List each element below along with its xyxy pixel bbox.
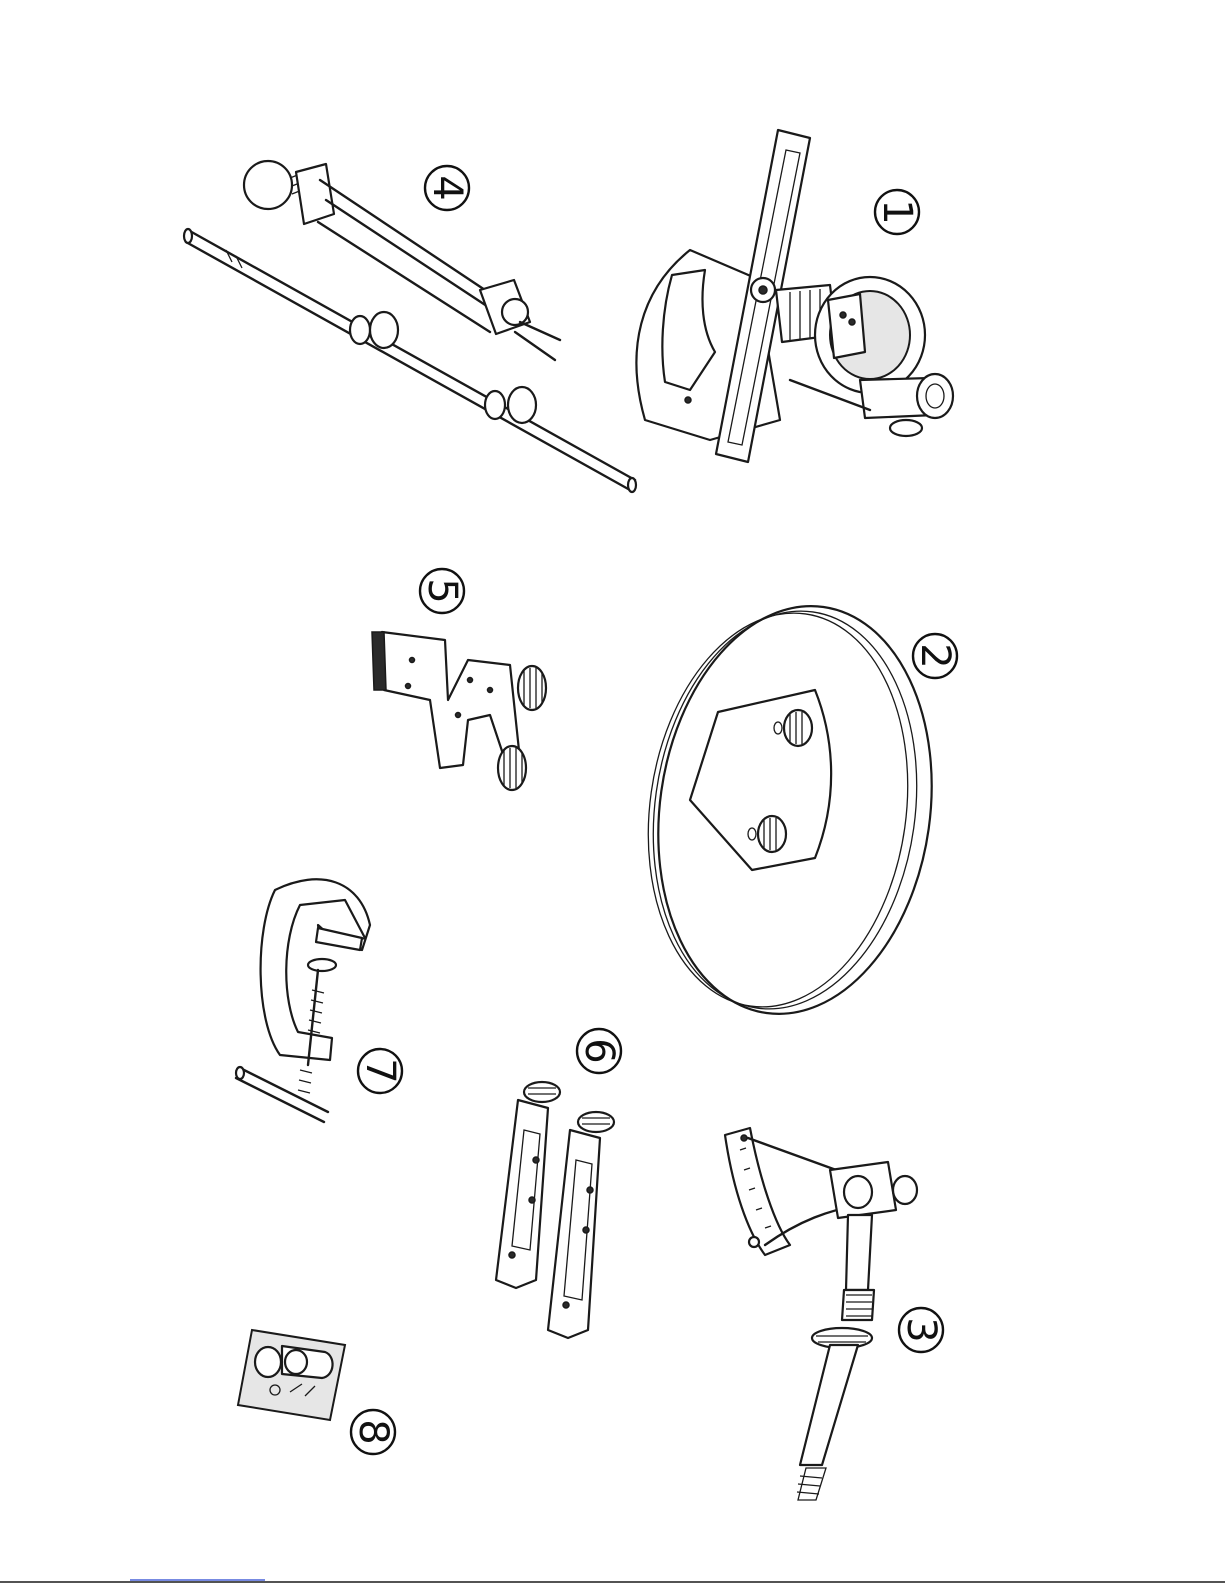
callout-4: 4 bbox=[424, 166, 470, 210]
callout-2: 2 bbox=[912, 634, 958, 678]
callout-label-1: 1 bbox=[874, 199, 920, 224]
callout-6: 6 bbox=[576, 1029, 622, 1073]
callout-label-3: 3 bbox=[898, 1317, 944, 1342]
part-6-twin-jaws bbox=[496, 1082, 614, 1338]
part-5-fork-bracket bbox=[372, 632, 546, 790]
callout-label-6: 6 bbox=[576, 1038, 622, 1063]
callout-label-2: 2 bbox=[912, 643, 958, 668]
callout-7: 7 bbox=[357, 1049, 403, 1093]
part-2-disc-plate bbox=[624, 588, 958, 1032]
callout-label-4: 4 bbox=[424, 175, 470, 200]
part-8-small-parts-tag bbox=[238, 1330, 345, 1420]
callout-label-5: 5 bbox=[419, 578, 465, 603]
callout-3: 3 bbox=[898, 1308, 944, 1352]
part-4-rod-assembly bbox=[184, 161, 636, 492]
part-3-angle-gauge-shaft bbox=[725, 1128, 917, 1500]
callout-label-7: 7 bbox=[357, 1058, 403, 1083]
callout-5: 5 bbox=[419, 569, 465, 613]
callout-8: 8 bbox=[350, 1410, 396, 1454]
callout-1: 1 bbox=[874, 190, 920, 234]
callout-label-8: 8 bbox=[350, 1419, 396, 1444]
part-7-c-clamp bbox=[236, 879, 370, 1122]
part-1-sliding-arm-tool bbox=[636, 130, 953, 462]
